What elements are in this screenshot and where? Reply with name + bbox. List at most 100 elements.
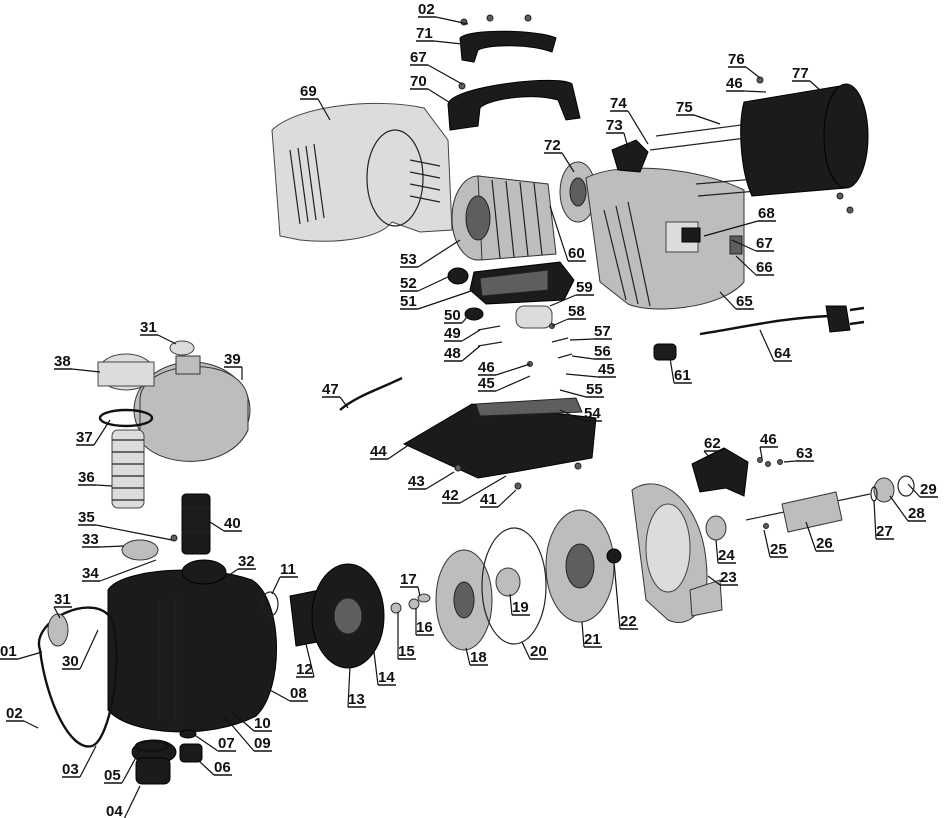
callout-p45a: 45	[478, 375, 531, 392]
callout-p21: 21	[581, 621, 602, 648]
capacitor-box	[447, 261, 575, 305]
callout-p46c: 46	[759, 431, 778, 459]
leader-line	[731, 239, 757, 252]
power-cord	[699, 305, 865, 336]
part-number-label: 23	[720, 569, 737, 586]
part-number-label: 15	[398, 643, 415, 660]
part-number-label: 69	[300, 83, 317, 100]
part-number-label: 64	[774, 345, 791, 362]
part-number-label: 72	[544, 137, 561, 154]
part-number-label: 39	[224, 351, 241, 368]
leader-line	[613, 561, 621, 630]
callout-p22: 22	[613, 561, 638, 630]
part-number-label: 01	[0, 643, 17, 660]
callout-p36: 36	[78, 469, 113, 487]
callout-p74: 74	[610, 95, 649, 145]
part-number-label: 26	[816, 535, 833, 552]
leader-line	[269, 689, 291, 702]
leader-line	[581, 621, 585, 648]
part-number-label: 06	[214, 759, 231, 776]
callout-p26: 26	[805, 521, 834, 552]
motor-housing	[585, 167, 745, 310]
bushing	[495, 567, 521, 597]
part-number-label: 32	[238, 553, 255, 570]
base-plate	[402, 397, 597, 490]
leader-line	[93, 419, 111, 446]
callout-p30: 30	[62, 629, 99, 670]
part-number-label: 04	[106, 803, 123, 818]
leader-line	[561, 152, 575, 173]
leader-line	[465, 647, 471, 666]
rotor-shaft	[745, 491, 871, 533]
part-number-label: 03	[62, 761, 79, 778]
callout-p73: 73	[606, 117, 629, 149]
callout-p42: 42	[442, 475, 507, 504]
leader-line	[571, 355, 595, 360]
leader-line	[223, 715, 255, 752]
part-number-label: 76	[728, 51, 745, 68]
leader-line	[121, 749, 141, 784]
leader-line	[17, 651, 43, 660]
motor-shroud	[271, 102, 453, 242]
leader-line	[95, 524, 173, 541]
part-number-label: 45	[598, 361, 615, 378]
part-number-label: 45	[478, 375, 495, 392]
fan-cover	[740, 76, 869, 214]
part-number-label: 19	[512, 599, 529, 616]
leader-line	[495, 363, 531, 376]
leader-line	[759, 446, 763, 459]
part-number-label: 59	[576, 279, 593, 296]
leader-line	[195, 735, 219, 752]
part-number-label: 48	[444, 345, 461, 362]
leader-line	[623, 132, 629, 149]
leader-line	[305, 643, 315, 678]
callout-p46a: 46	[726, 75, 767, 93]
leader-line	[719, 291, 737, 310]
seal-cup	[121, 539, 159, 561]
bearing-28	[873, 477, 895, 503]
callout-p45b: 45	[565, 361, 616, 378]
tie-rods	[649, 119, 793, 197]
leader-line	[509, 593, 513, 616]
leader-line	[783, 460, 797, 463]
leader-line	[889, 495, 909, 522]
callout-p13: 13	[347, 665, 366, 708]
leader-line	[123, 785, 141, 818]
callout-p57: 57	[569, 323, 612, 341]
pressure-tank	[97, 340, 251, 462]
callout-p70: 70	[410, 73, 453, 105]
leader-line	[703, 220, 759, 237]
leader-line	[271, 576, 281, 595]
part-number-label: 53	[400, 251, 417, 268]
callout-p72: 72	[544, 137, 575, 173]
part-number-label: 70	[410, 73, 427, 90]
callout-p51: 51	[400, 289, 475, 310]
part-number-label: 67	[756, 235, 773, 252]
leader-line	[703, 450, 713, 461]
callout-p55: 55	[559, 381, 604, 398]
impeller	[435, 549, 493, 651]
callout-p17: 17	[400, 571, 421, 597]
leader-line	[707, 575, 721, 586]
mounting-bracket	[691, 447, 783, 497]
part-number-label: 46	[478, 359, 495, 376]
callout-p58: 58	[551, 303, 586, 327]
leader-line	[551, 318, 569, 327]
adaptor-fitting	[181, 493, 211, 555]
leader-line	[907, 483, 921, 498]
cable-gland	[464, 307, 484, 321]
part-number-label: 36	[78, 469, 95, 486]
o-ring-20	[481, 527, 547, 645]
callout-p31a: 31	[140, 319, 177, 345]
motor-stator	[451, 175, 557, 261]
part-number-label: 12	[296, 661, 313, 678]
part-number-label: 35	[78, 509, 95, 526]
callout-p65: 65	[719, 291, 754, 310]
leader-line	[71, 368, 101, 373]
leader-line	[99, 545, 125, 548]
callout-p60: 60	[549, 205, 586, 262]
callout-p29: 29	[907, 481, 938, 498]
cooling-fan	[611, 139, 649, 173]
